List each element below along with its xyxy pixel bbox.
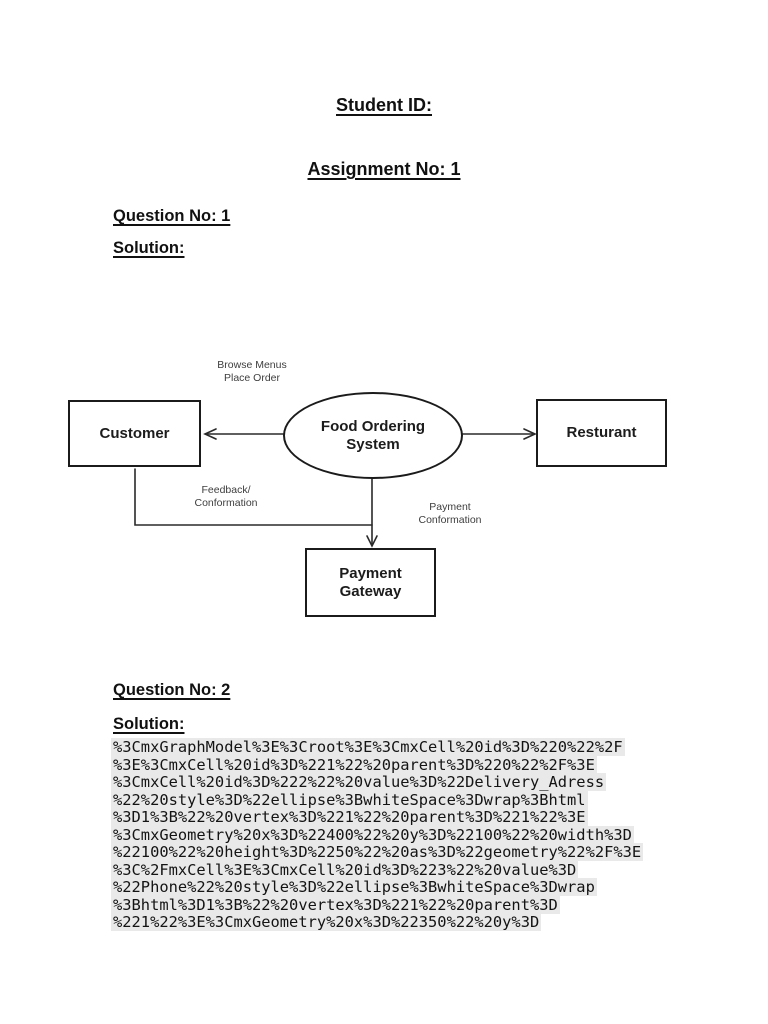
node-system-label: Food Ordering System: [320, 417, 426, 453]
question2-heading: Question No: 2: [113, 681, 231, 699]
assignment-title: Assignment No: 1: [307, 159, 461, 179]
arrowhead-left: [203, 428, 217, 440]
code-line: %3D1%3B%22%20vertex%3D%221%22%20parent%3…: [111, 808, 588, 827]
question1-heading: Question No: 1: [113, 207, 231, 225]
code-line: %3C%2FmxCell%3E%3CmxCell%20id%3D%223%22%…: [111, 860, 579, 879]
code-line: %22%20style%3D%22ellipse%3BwhiteSpace%3D…: [111, 790, 588, 809]
node-customer: Customer: [68, 400, 201, 467]
code-line: %3CmxGeometry%20x%3D%22400%22%20y%3D%221…: [111, 825, 634, 844]
question1-solution-heading: Solution:: [113, 239, 185, 257]
code-line: %3E%3CmxCell%20id%3D%221%22%20parent%3D%…: [111, 755, 597, 774]
code-line: %3CmxCell%20id%3D%222%22%20value%3D%22De…: [111, 773, 607, 792]
edge-label-feedback: Feedback/ Conformation: [194, 484, 258, 509]
context-diagram-connectors: [134, 428, 537, 548]
node-payment-gateway: Payment Gateway: [305, 548, 436, 617]
edge-label-browse-menus: Browse Menus Place Order: [217, 359, 287, 384]
node-resturant-label: Resturant: [566, 424, 637, 441]
code-line: %22Phone%22%20style%3D%22ellipse%3Bwhite…: [111, 878, 597, 897]
code-line: %22100%22%20height%3D%2250%22%20as%3D%22…: [111, 843, 644, 862]
arrowhead-down: [366, 535, 378, 548]
arrowhead-right: [523, 428, 537, 440]
edge-feedback-elbow: [134, 468, 373, 526]
edge-label-payment-conformation: Payment Conformation: [418, 501, 482, 526]
node-customer-label: Customer: [99, 424, 170, 442]
code-line: %3Bhtml%3D1%3B%22%20vertex%3D%221%22%20p…: [111, 895, 560, 914]
node-payment-label: Payment Gateway: [339, 564, 402, 600]
code-line: %3CmxGraphModel%3E%3Croot%3E%3CmxCell%20…: [111, 738, 625, 756]
encoded-xml-code-block: %3CmxGraphModel%3E%3Croot%3E%3CmxCell%20…: [111, 738, 644, 932]
question2-solution-heading: Solution:: [113, 715, 185, 733]
node-resturant: Resturant: [536, 399, 667, 467]
student-id-heading: Student ID:: [336, 95, 432, 115]
node-food-ordering-system: Food Ordering System: [283, 392, 463, 479]
code-line: %221%22%3E%3CmxGeometry%20x%3D%22350%22%…: [111, 913, 542, 932]
